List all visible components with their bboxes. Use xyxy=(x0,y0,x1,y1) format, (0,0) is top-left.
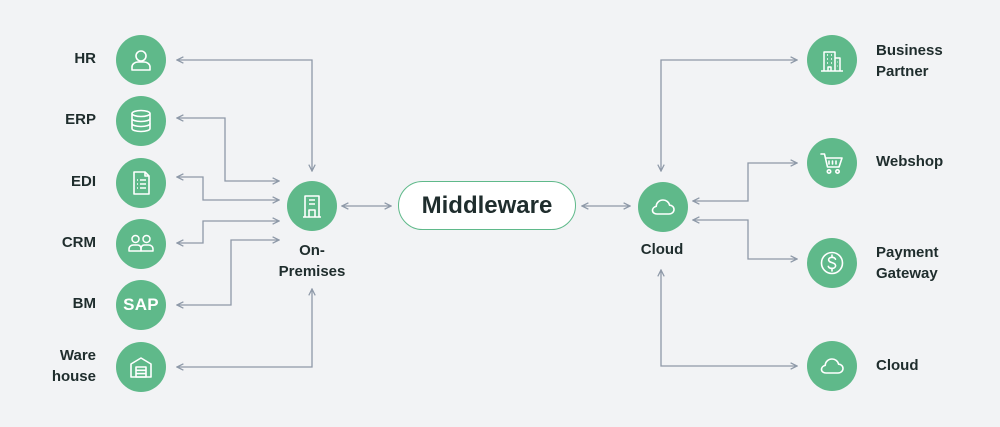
middleware-box: Middleware xyxy=(398,181,576,230)
warehouse-icon xyxy=(130,357,152,378)
cloud-icon xyxy=(651,199,675,215)
connector-bm xyxy=(177,240,279,305)
middleware-label: Middleware xyxy=(421,191,553,219)
users-icon xyxy=(128,234,154,252)
connector-payment xyxy=(693,220,797,259)
warehouse-node xyxy=(116,342,166,392)
bm-node: SAP xyxy=(116,280,166,330)
edi-node xyxy=(116,158,166,208)
database-icon xyxy=(131,109,151,133)
connector-cloud xyxy=(661,270,797,366)
connector-edi xyxy=(177,177,279,200)
connector-webshop xyxy=(693,163,797,201)
payment-gateway-node xyxy=(807,238,857,288)
crm-node xyxy=(116,219,166,269)
cloud-icon xyxy=(820,358,844,374)
cloud-label: Cloud xyxy=(876,357,919,374)
cloud-hub-node xyxy=(638,182,688,232)
webshop-label: Webshop xyxy=(876,153,944,170)
hr-label: HR xyxy=(74,50,96,67)
bm-label: BM xyxy=(72,295,96,312)
shopping-cart-icon xyxy=(820,153,843,174)
office-building-icon xyxy=(821,51,843,72)
payment-gateway-label: Payment Gateway xyxy=(876,244,939,282)
on-premises-label: On- Premises xyxy=(278,242,346,280)
edi-label: EDI xyxy=(70,173,96,190)
business-partner-label: Business Partner xyxy=(876,42,943,80)
user-icon xyxy=(131,50,151,71)
warehouse-label: Ware house xyxy=(51,347,96,385)
business-partner-node xyxy=(807,35,857,85)
document-icon xyxy=(133,171,150,195)
hr-node xyxy=(116,35,166,85)
dollar-coin-icon xyxy=(820,251,844,275)
on-premises-node xyxy=(287,181,337,231)
erp-node xyxy=(116,96,166,146)
connector-warehouse xyxy=(177,289,312,367)
connector-erp xyxy=(177,118,279,181)
connector-business-partner xyxy=(661,60,797,171)
connector-hr xyxy=(177,60,312,171)
cloud-node xyxy=(807,341,857,391)
sap-logo: SAP xyxy=(123,295,159,314)
cloud-hub-label: Cloud xyxy=(640,241,684,258)
webshop-node xyxy=(807,138,857,188)
erp-label: ERP xyxy=(65,111,96,128)
crm-label: CRM xyxy=(61,234,96,251)
building-icon xyxy=(303,195,321,218)
